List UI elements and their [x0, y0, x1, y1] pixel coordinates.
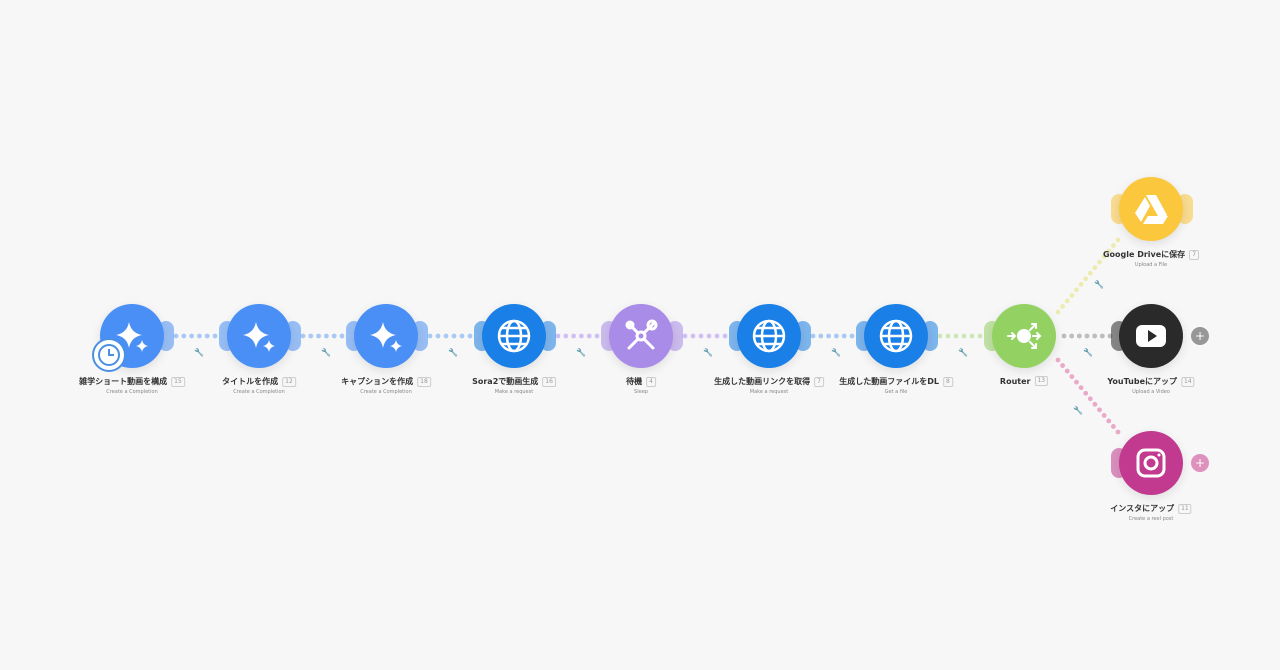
- module-icon-circle[interactable]: [609, 304, 673, 368]
- module-icon-circle[interactable]: [864, 304, 928, 368]
- module-action: Make a request: [749, 389, 789, 395]
- connection-link[interactable]: [937, 333, 983, 339]
- module-title: インスタにアップ: [1110, 504, 1175, 513]
- globe-icon: [879, 319, 913, 353]
- connection-link-drive[interactable]: [1055, 237, 1121, 315]
- filter-wrench-icon[interactable]: 🔧: [958, 347, 968, 357]
- module-number: 14: [1181, 376, 1195, 387]
- filter-wrench-icon[interactable]: 🔧: [831, 347, 841, 357]
- module-number: 7: [1189, 249, 1200, 260]
- connection-link[interactable]: [555, 333, 600, 339]
- youtube-icon: [1136, 325, 1166, 347]
- connection-link-youtube[interactable]: [1061, 333, 1113, 339]
- module-title: 生成した動画リンクを取得: [714, 377, 811, 386]
- module-icon-circle[interactable]: [1119, 177, 1183, 241]
- module-number: 7: [814, 376, 824, 387]
- module-icon-circle[interactable]: [992, 304, 1056, 368]
- globe-icon: [497, 319, 531, 353]
- filter-wrench-icon[interactable]: 🔧: [576, 347, 586, 357]
- connection-link[interactable]: [300, 333, 345, 339]
- module-icon-circle[interactable]: [482, 304, 546, 368]
- module-action: Upload a File: [1134, 262, 1168, 268]
- module-title: タイトルを作成: [222, 377, 279, 386]
- module-icon-circle[interactable]: [1119, 304, 1183, 368]
- sparkle-icon: [243, 322, 275, 352]
- add-module-plus-icon[interactable]: +: [1191, 327, 1209, 345]
- filter-wrench-icon[interactable]: 🔧: [194, 347, 204, 357]
- module-action: Create a Completion: [106, 389, 158, 395]
- router-icon: [1007, 323, 1042, 349]
- module-action: Get a file: [884, 389, 908, 395]
- tools-icon: [625, 319, 658, 350]
- connection-link-instagram[interactable]: [1055, 357, 1121, 435]
- filter-wrench-icon[interactable]: 🔧: [1073, 405, 1083, 415]
- module-icon-circle[interactable]: [227, 304, 291, 368]
- module-number: 8: [942, 376, 953, 387]
- filter-wrench-icon[interactable]: 🔧: [448, 347, 458, 357]
- module-number: 18: [417, 376, 431, 387]
- module-icon-circle[interactable]: [737, 304, 801, 368]
- module-title: Sora2で動画生成: [472, 377, 539, 386]
- schedule-clock-icon[interactable]: [92, 338, 126, 372]
- connection-link[interactable]: [682, 333, 728, 339]
- module-number: 12: [282, 376, 296, 387]
- module-title: 生成した動画ファイルをDL: [839, 377, 939, 386]
- module-number: 4: [646, 376, 656, 387]
- sparkle-icon: [370, 322, 402, 352]
- filter-wrench-icon[interactable]: 🔧: [1083, 347, 1093, 357]
- connection-link[interactable]: [810, 333, 855, 339]
- globe-icon: [752, 319, 786, 353]
- instagram-icon: [1136, 448, 1166, 478]
- connection-link[interactable]: [427, 333, 473, 339]
- module-title: Router: [999, 376, 1031, 386]
- module-action: Upload a Video: [1132, 389, 1170, 395]
- module-action: Sleep: [634, 389, 648, 395]
- module-title: キャプションを作成: [341, 377, 414, 386]
- module-title: 待機: [626, 377, 643, 386]
- module-number: 15: [171, 376, 185, 387]
- module-action: Create a Completion: [233, 389, 285, 395]
- module-action: Create a Completion: [360, 389, 412, 395]
- filter-wrench-icon[interactable]: 🔧: [321, 347, 331, 357]
- module-title: Google Driveに保存: [1102, 250, 1186, 259]
- module-title: 雑学ショート動画を構成: [79, 377, 168, 386]
- module-icon-circle[interactable]: [354, 304, 418, 368]
- filter-wrench-icon[interactable]: 🔧: [1094, 279, 1104, 289]
- module-icon-circle[interactable]: [1119, 431, 1183, 495]
- module-title: YouTubeにアップ: [1107, 377, 1178, 386]
- connection-link[interactable]: [173, 333, 218, 339]
- module-action: Create a reel post: [1128, 516, 1174, 522]
- filter-wrench-icon[interactable]: 🔧: [703, 347, 713, 357]
- google-drive-icon: [1135, 195, 1168, 224]
- module-number: 11: [1178, 503, 1192, 514]
- sparkle-icon: [116, 322, 148, 352]
- module-action: Make a request: [494, 389, 534, 395]
- add-module-plus-icon[interactable]: +: [1191, 454, 1209, 472]
- module-number: 16: [542, 376, 556, 387]
- module-number: 13: [1034, 376, 1049, 386]
